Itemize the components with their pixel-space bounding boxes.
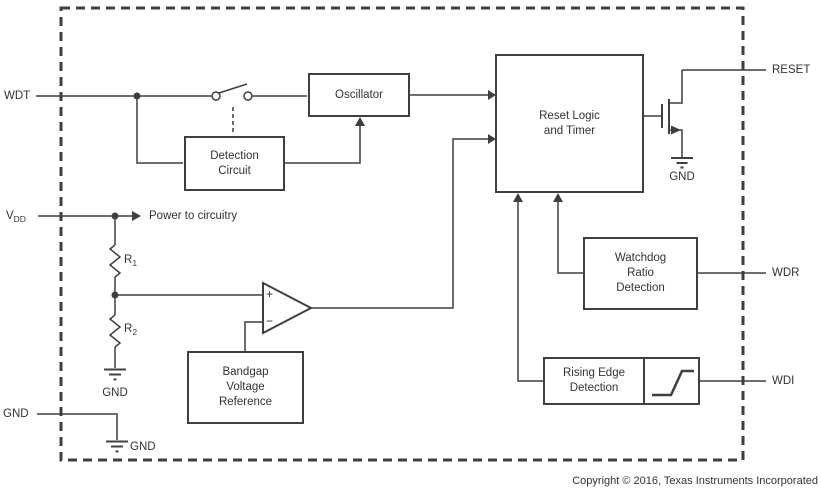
- arrowhead-icon: [132, 211, 141, 221]
- gnd-label-mosfet: GND: [669, 171, 695, 183]
- resistor-r1-label: R1: [124, 253, 137, 270]
- detection-circuit-label: Detection Circuit: [210, 149, 259, 177]
- pin-label-reset: RESET: [772, 64, 811, 76]
- pin-label-wdr: WDR: [772, 267, 800, 279]
- arrowhead-icon: [355, 117, 365, 126]
- detection-circuit-block: Detection Circuit: [184, 136, 285, 191]
- rising-edge-block: Rising Edge Detection: [543, 357, 645, 405]
- oscillator-to-reset-wire: [410, 90, 496, 100]
- r1-subscript: 1: [132, 258, 138, 268]
- rising-edge-to-reset-wire: [513, 193, 543, 382]
- rising-edge-glyph-box: [643, 357, 700, 405]
- oscillator-label: Oscillator: [335, 88, 383, 101]
- watchdog-ratio-block: Watchdog Ratio Detection: [583, 237, 698, 310]
- pin-label-wdt: WDT: [4, 90, 31, 102]
- reset-logic-label: Reset Logic and Timer: [539, 109, 600, 137]
- gnd-label-inner-pin: GND: [130, 441, 156, 453]
- junction-dot-icon: [111, 291, 119, 299]
- oscillator-block: Oscillator: [308, 73, 410, 117]
- switch-icon: [211, 83, 253, 134]
- reset-logic-block: Reset Logic and Timer: [495, 54, 644, 193]
- rising-edge-label: Rising Edge Detection: [562, 367, 625, 394]
- arrowhead-icon: [513, 193, 523, 202]
- comparator-plus-label: +: [266, 287, 274, 301]
- ground-icon: [106, 440, 128, 453]
- resistor-r2-label: R2: [124, 322, 137, 339]
- pin-label-wdi: WDI: [772, 375, 795, 387]
- copyright-text: Copyright © 2016, Texas Instruments Inco…: [572, 475, 818, 487]
- resistor-icon: [108, 244, 122, 278]
- r2-subscript: 2: [132, 327, 138, 337]
- detection-to-oscillator-wire: [285, 117, 365, 164]
- gnd-label-below-r2: GND: [102, 387, 128, 399]
- power-to-circuitry-label: Power to circuitry: [149, 210, 238, 222]
- comparator-minus-label: −: [266, 314, 274, 328]
- bandgap-block: Bandgap Voltage Reference: [187, 351, 304, 424]
- resistor-icon: [108, 314, 122, 348]
- resistor-divider: [108, 216, 122, 368]
- vdd-wire: [38, 211, 141, 221]
- pin-label-vdd: VDD: [6, 209, 26, 226]
- junction-dot-icon: [133, 92, 141, 100]
- watchdog-ratio-label: Watchdog Ratio Detection: [614, 252, 667, 294]
- comparator-icon: [115, 134, 496, 351]
- ground-icon: [104, 368, 126, 381]
- bandgap-label: Bandgap Voltage Reference: [218, 366, 273, 408]
- rising-edge-glyph-icon: [652, 369, 694, 397]
- pin-label-gnd: GND: [3, 408, 29, 420]
- watchdog-ratio-to-reset-wire: [553, 193, 583, 274]
- nmos-transistor-icon: [644, 70, 683, 157]
- vdd-subscript: DD: [13, 214, 26, 224]
- vdd-main: V: [6, 210, 14, 222]
- ground-icon: [671, 157, 693, 169]
- junction-dot-icon: [111, 212, 119, 220]
- arrowhead-icon: [553, 193, 563, 202]
- gnd-pin-wire: [37, 413, 128, 453]
